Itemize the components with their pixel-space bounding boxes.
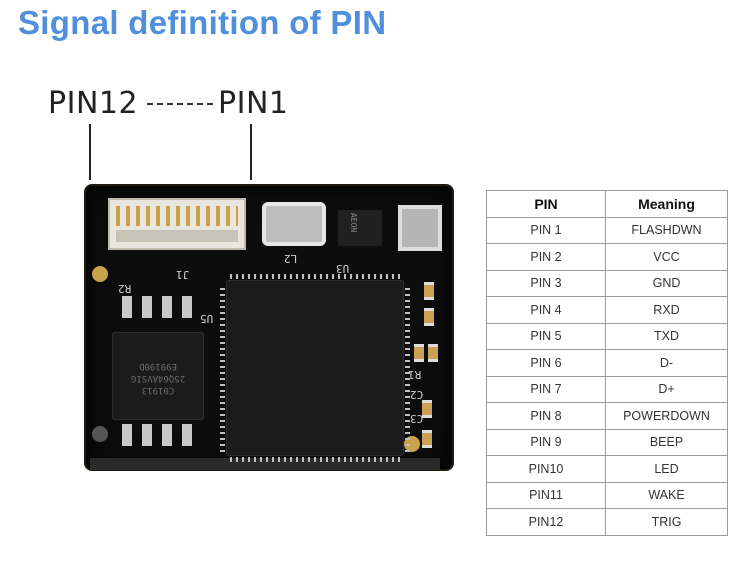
meaning-cell: FLASHDWN	[605, 216, 728, 244]
flash-chip-marking: C01913 25Q64AVSIG E99190D	[122, 360, 194, 396]
mcu-pins	[230, 274, 400, 279]
column-header-pin: PIN	[486, 190, 606, 218]
silkscreen-label: C3	[410, 412, 424, 425]
pin-cell: PIN 4	[486, 296, 606, 324]
flash-leg	[142, 424, 152, 446]
meaning-cell: WAKE	[605, 481, 728, 509]
mcu-pins	[220, 284, 225, 452]
meaning-cell: GND	[605, 269, 728, 297]
pin1-leader-line	[250, 124, 252, 180]
fpc-connector	[108, 198, 246, 250]
flash-leg	[182, 424, 192, 446]
pin-cell: PIN 9	[486, 428, 606, 456]
pin12-leader-line	[89, 124, 91, 180]
smd-component	[428, 344, 438, 362]
main-processor-chip	[226, 280, 404, 456]
meaning-cell: TXD	[605, 322, 728, 350]
inductor-right	[398, 205, 442, 251]
flash-marking-line: E99190D	[139, 361, 177, 371]
meaning-cell: BEEP	[605, 428, 728, 456]
silkscreen-label: C2	[410, 388, 424, 401]
connector-pins	[116, 206, 238, 226]
silkscreen-label: U3	[336, 262, 350, 275]
mcu-pins	[405, 284, 410, 452]
pin-cell: PIN 3	[486, 269, 606, 297]
flash-marking-line: C01913	[141, 385, 175, 395]
meaning-cell: POWERDOWN	[605, 402, 728, 430]
pin-cell: PIN10	[486, 455, 606, 483]
smd-component	[424, 282, 434, 300]
pin-cell: PIN 1	[486, 216, 606, 244]
pin-cell: PIN12	[486, 508, 606, 536]
meaning-cell: LED	[605, 455, 728, 483]
flash-leg	[162, 296, 172, 318]
mcu-pins	[230, 457, 400, 462]
silkscreen-label: R1	[408, 368, 422, 381]
flash-leg	[162, 424, 172, 446]
pin-cell: PIN 2	[486, 243, 606, 271]
smd-component	[414, 344, 424, 362]
pin-cell: PIN 7	[486, 375, 606, 403]
smd-component	[422, 430, 432, 448]
flash-marking-line: 25Q64AVSIG	[130, 373, 186, 383]
pin12-label: PIN12	[48, 86, 139, 121]
pin-cell: PIN 5	[486, 322, 606, 350]
silkscreen-label: U5	[200, 312, 214, 325]
silkscreen-label: J1	[176, 268, 190, 281]
mount-hole	[92, 426, 108, 442]
meaning-cell: RXD	[605, 296, 728, 324]
silkscreen-label: L2	[284, 252, 298, 265]
flash-leg	[122, 424, 132, 446]
pin1-label: PIN1	[218, 86, 289, 121]
flash-leg	[142, 296, 152, 318]
page-title: Signal definition of PIN	[18, 4, 387, 41]
smd-component	[424, 308, 434, 326]
pin-range-dashed-line	[147, 103, 213, 105]
meaning-cell: TRIG	[605, 508, 728, 536]
connector-slot	[116, 230, 238, 242]
pin-cell: PIN 8	[486, 402, 606, 430]
pin-cell: PIN11	[486, 481, 606, 509]
flash-leg	[182, 296, 192, 318]
regulator-chip: AEON	[338, 210, 382, 246]
meaning-cell: D-	[605, 349, 728, 377]
meaning-cell: VCC	[605, 243, 728, 271]
inductor-l2	[262, 202, 326, 246]
pin-cell: PIN 6	[486, 349, 606, 377]
column-header-meaning: Meaning	[605, 190, 728, 218]
mount-hole	[92, 266, 108, 282]
smd-component	[422, 400, 432, 418]
silkscreen-label: R2	[118, 282, 132, 295]
table-header-row: PIN Meaning	[486, 190, 728, 218]
flash-leg	[122, 296, 132, 318]
flash-chip	[112, 332, 204, 420]
meaning-cell: D+	[605, 375, 728, 403]
